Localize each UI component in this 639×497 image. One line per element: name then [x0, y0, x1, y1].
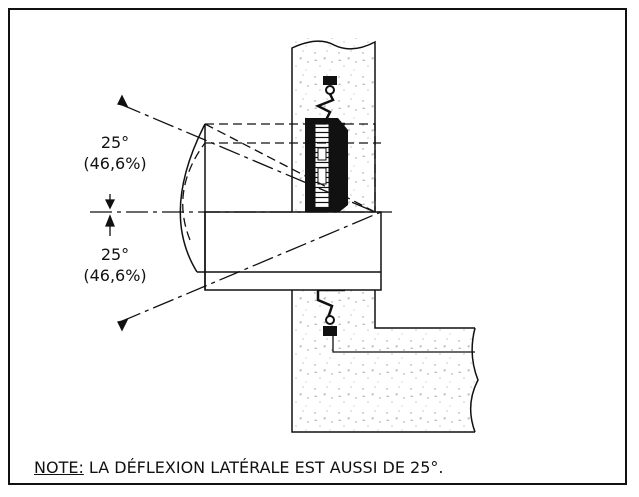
- pipe: [179, 123, 382, 291]
- upper-angle-degree: 25°: [100, 133, 130, 152]
- diagram-note: NOTE: LA DÉFLEXION LATÉRALE EST AUSSI DE…: [34, 458, 443, 477]
- lower-angle-degree: 25°: [100, 245, 130, 264]
- lower-angle-percent: (46,6%): [83, 266, 147, 285]
- upper-angle-label: 25° (46,6%): [70, 132, 160, 174]
- angle-lines: [90, 103, 392, 323]
- diagram-frame: [8, 8, 627, 485]
- deflected-pipe-outline: [182, 123, 381, 241]
- lower-concrete-foundation: [291, 290, 479, 433]
- note-prefix: NOTE:: [34, 458, 84, 477]
- lower-angle-label: 25° (46,6%): [70, 244, 160, 286]
- dimension-markers: [104, 94, 129, 332]
- upper-angle-percent: (46,6%): [83, 154, 147, 173]
- note-text: LA DÉFLEXION LATÉRALE EST AUSSI DE 25°.: [83, 458, 444, 477]
- gasket: [305, 118, 348, 213]
